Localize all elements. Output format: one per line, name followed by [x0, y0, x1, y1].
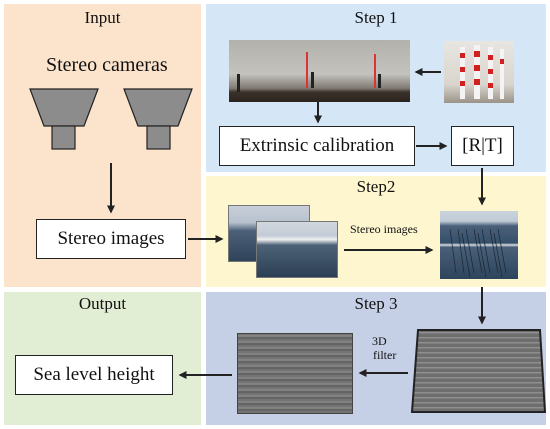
rt-matrix-box: [R|T]	[451, 126, 514, 166]
filter-label-line1: 3D	[372, 334, 387, 348]
sea-level-height-box: Sea level height	[15, 355, 173, 395]
step1-title: Step 1	[354, 8, 398, 27]
landscape-calibration-photo	[229, 40, 410, 102]
stereo-image-front	[256, 221, 338, 278]
input-title: Input	[84, 8, 121, 27]
filter-label-line2: filter	[373, 348, 397, 362]
step3-title: Step 3	[354, 294, 398, 313]
sea-surface-map	[237, 333, 353, 414]
stereo-images-arrow-label: Stereo images	[350, 222, 418, 236]
output-title: Output	[78, 294, 127, 313]
extrinsic-calibration-box: Extrinsic calibration	[219, 126, 415, 166]
stereo-cameras-label: Stereo cameras	[46, 54, 168, 76]
step2-title: Step2	[356, 177, 396, 196]
stereo-images-box: Stereo images	[36, 219, 186, 259]
calibration-target-photo	[444, 41, 514, 103]
stereo-matching-image	[440, 211, 518, 279]
